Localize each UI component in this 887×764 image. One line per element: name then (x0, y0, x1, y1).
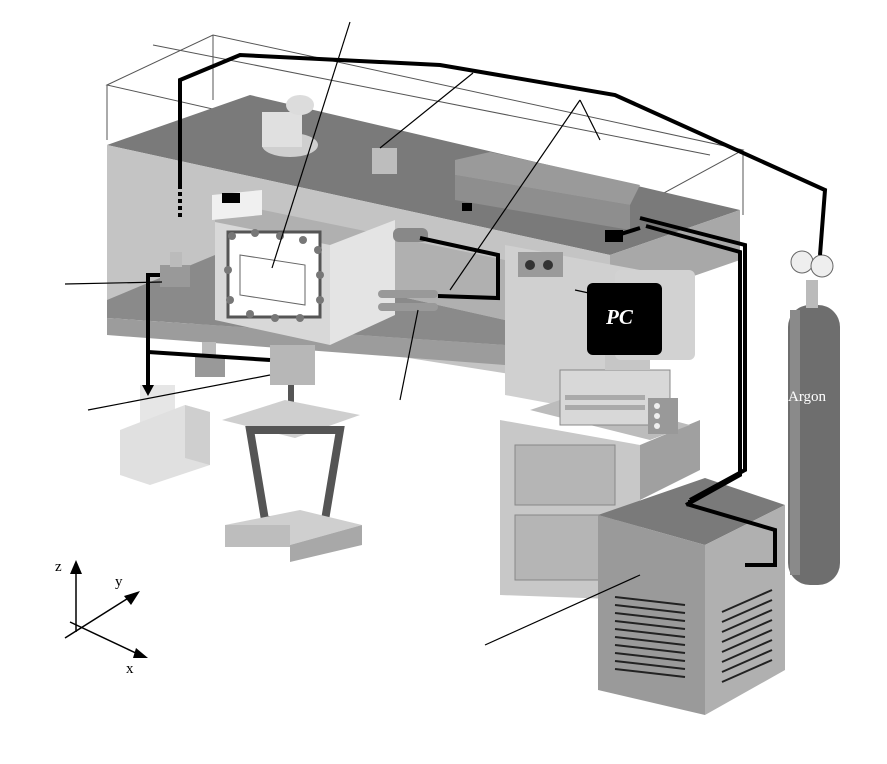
cabinet-controller-box (518, 252, 563, 277)
regulator-gauge-left (790, 250, 814, 274)
lower-valve (195, 342, 225, 377)
axis-y-label: y (115, 574, 123, 590)
x-axis (69, 621, 141, 656)
leader-lines (64, 21, 641, 646)
gas-and-coolant-lines (146, 52, 828, 567)
arrow-down-to-container (142, 385, 154, 396)
table-lower-lip (107, 318, 505, 365)
chiller-front-grille (614, 596, 686, 678)
powder-container (120, 385, 210, 485)
left-valve (160, 252, 190, 287)
gas-sensor-box (212, 190, 262, 220)
argon-cylinder: Argon (788, 250, 840, 585)
coordinate-axes (64, 570, 141, 656)
side-ports (378, 228, 438, 311)
scanner-optic (372, 148, 397, 174)
chiller-unit (598, 478, 785, 715)
axis-x-label: x (126, 661, 134, 677)
y-axis-arrowhead (124, 591, 140, 605)
build-platform-stand (222, 345, 362, 562)
laser-head (262, 95, 397, 174)
chiller-side-grille (721, 589, 773, 683)
regulator-gauge-right (810, 254, 834, 278)
argon-label: Argon (788, 389, 827, 405)
x-axis-arrowhead (133, 648, 148, 658)
z-axis-arrowhead (70, 560, 82, 574)
pc-control-panel (648, 398, 678, 434)
y-axis (64, 596, 131, 639)
pc-workstation: PC (530, 270, 695, 440)
axis-z-label: z (55, 559, 62, 575)
pc-label: PC (605, 305, 634, 329)
process-chamber (215, 220, 395, 345)
monitor-screen (587, 283, 662, 355)
